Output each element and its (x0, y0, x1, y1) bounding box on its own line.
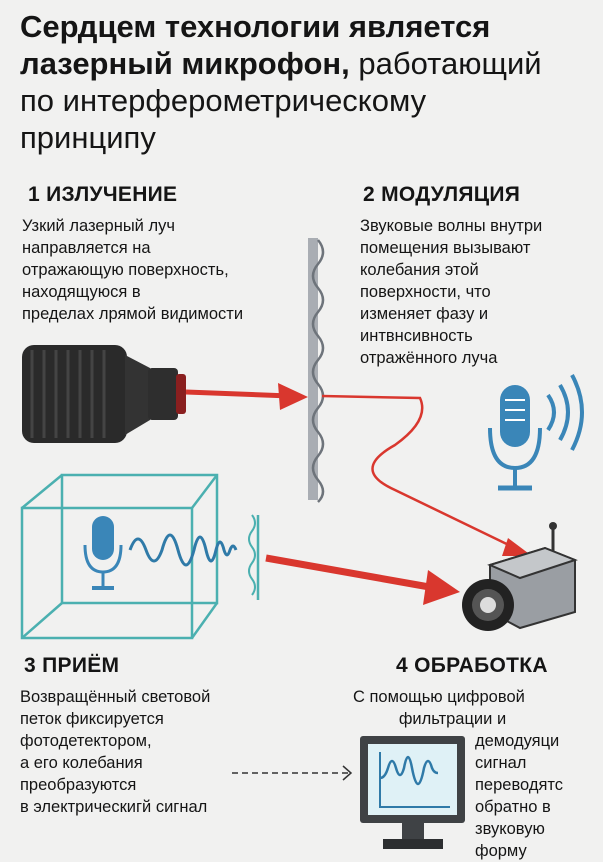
step-4-text-side: демодуяци сигнал переводятс обратно в зв… (475, 732, 564, 860)
dashed-arrow (232, 765, 353, 781)
room-surface-icon (248, 514, 260, 600)
room-microphone-icon (83, 516, 123, 590)
page-title: Сердцем технологии является лазерный мик… (20, 8, 600, 156)
step-3-text: Возвращённый световой петок фиксируется … (20, 688, 211, 816)
title-line-2-bold: лазерный микрофон, (20, 46, 350, 81)
step-3-heading: 3 ПРИЁМ (24, 654, 120, 677)
title-line-3: по интерферометрическому (20, 83, 427, 118)
room-icon (20, 473, 219, 640)
step-2-text: Звуковые волны внутри помещения вызывают… (360, 217, 543, 367)
laser-beam-arrow (185, 383, 308, 410)
title-line-1: Сердцем технологии является (20, 9, 491, 44)
return-beam-arrow (265, 554, 460, 605)
reflecting-surface-icon (308, 238, 325, 503)
sound-wave-icon (128, 533, 238, 567)
title-line-4: принципу (20, 120, 156, 155)
step-1-heading: 1 ИЗЛУЧЕНИЕ (28, 183, 178, 206)
step-4-heading: 4 ОБРАБОТКА (396, 654, 548, 677)
monitor-icon (360, 736, 465, 849)
step-2-heading: 2 МОДУЛЯЦИЯ (363, 183, 521, 206)
photodetector-camera-icon (462, 522, 578, 631)
microphone-icon (488, 374, 584, 491)
step-1-text: Узкий лазерный луч направляется на отраж… (22, 217, 244, 323)
laser-emitter-icon (22, 345, 186, 443)
reflected-beam-arrow (321, 394, 532, 556)
title-line-2-rest: работающий (349, 46, 542, 81)
step-4-text-top: С помощью цифровой фильтрации и (353, 688, 525, 728)
